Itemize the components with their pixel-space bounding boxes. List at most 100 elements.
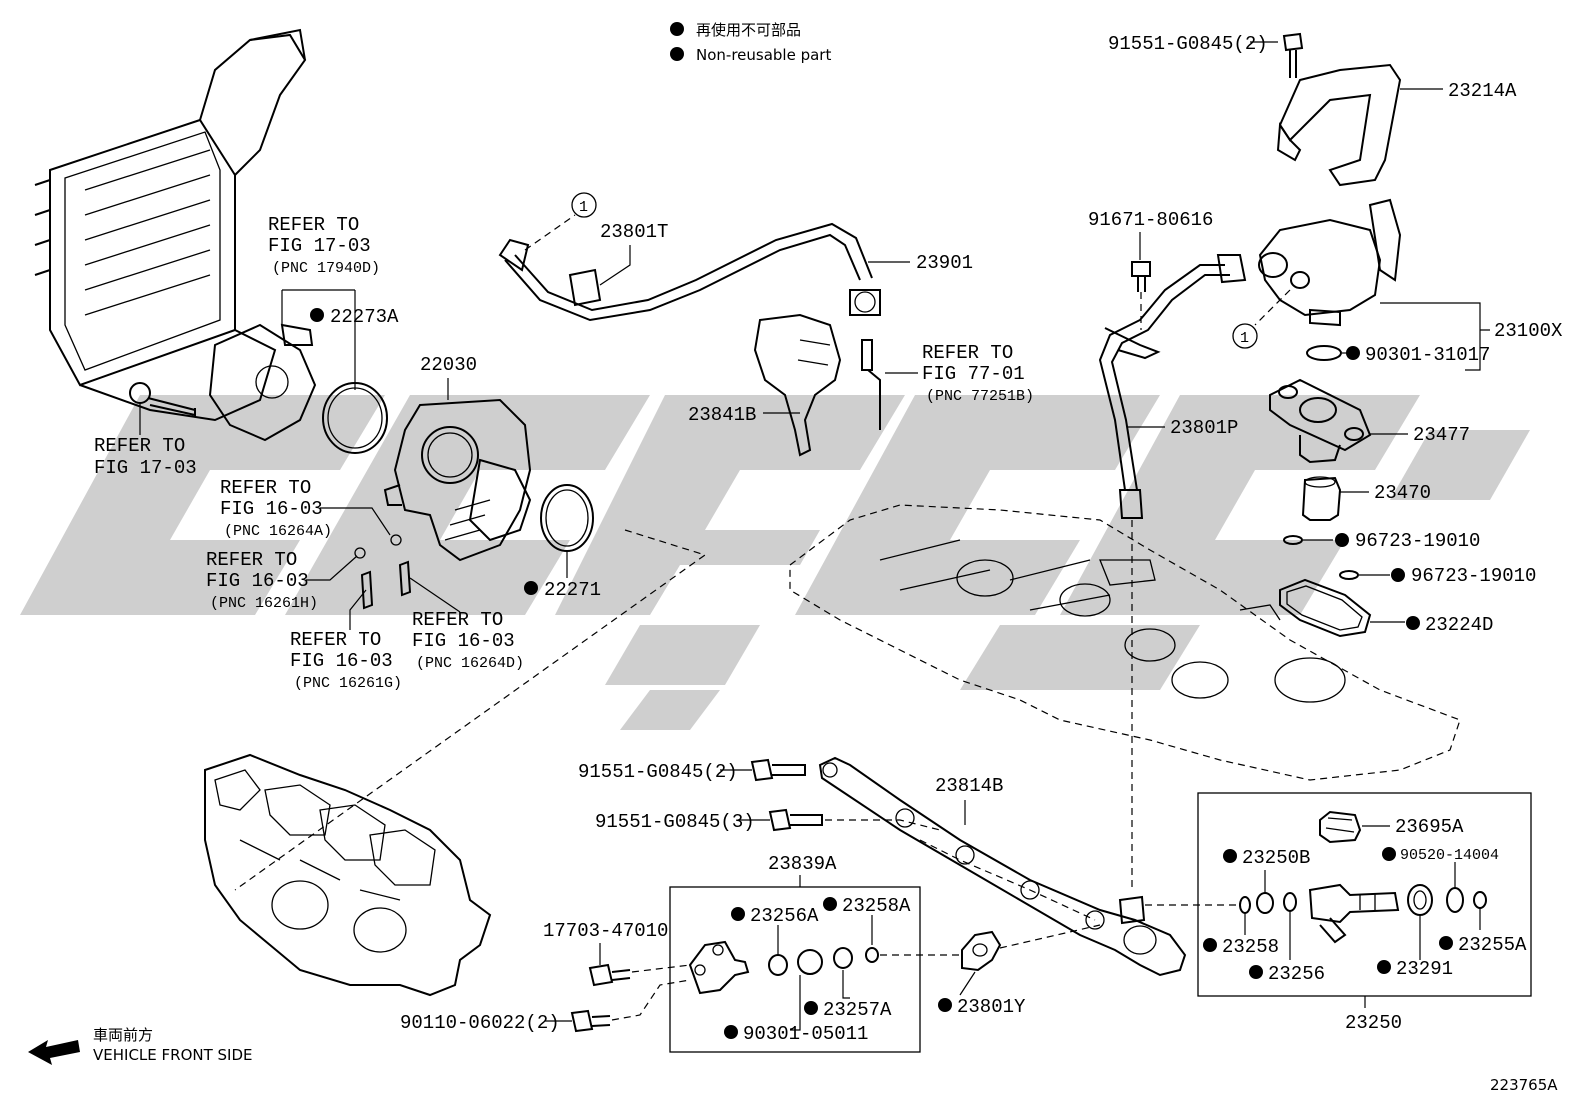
gasket-22273a-drawing — [322, 382, 388, 454]
label-refer-16a-1: REFER TO — [220, 477, 311, 499]
label-23291: 23291 — [1396, 958, 1453, 980]
non-reusable-dot-icon — [804, 1001, 818, 1015]
label-22273a: 22273A — [330, 306, 399, 328]
insulator-23477-drawing — [1269, 378, 1372, 464]
connector-23801t-drawing — [568, 268, 602, 307]
non-reusable-dot-icon — [823, 897, 837, 911]
bolt-mid3-drawing — [768, 808, 823, 832]
o-ring-90301-31017-drawing — [1306, 345, 1342, 361]
o-ring-90301-05011-drawing — [797, 949, 823, 975]
label-22030: 22030 — [420, 354, 477, 376]
fuel-pump-23100x-drawing — [1258, 198, 1402, 327]
figure-code: 223765A — [1490, 1076, 1558, 1094]
front-label-jp: 車両前方 — [93, 1026, 153, 1044]
washer-drawing — [1283, 892, 1297, 912]
non-reusable-dot-icon — [1439, 936, 1453, 950]
label-refer-16d-2: FIG 16-03 — [412, 630, 515, 652]
label-23224d: 23224D — [1425, 614, 1493, 636]
label-91551-top: 91551-G0845(2) — [1108, 33, 1268, 55]
kit-box-23839a — [669, 886, 921, 1053]
label-17703: 17703-47010 — [543, 920, 668, 942]
label-23214a: 23214A — [1448, 80, 1517, 102]
bracket-23841b-drawing — [753, 313, 842, 457]
non-reusable-dot-icon — [310, 308, 324, 322]
label-refer-16h-1: REFER TO — [206, 549, 297, 571]
intercooler-drawing — [34, 28, 317, 442]
label-refer-16g-3: (PNC 16261G) — [294, 675, 402, 692]
label-23477: 23477 — [1413, 424, 1470, 446]
label-23695a: 23695A — [1395, 816, 1464, 838]
bolt-mid2-drawing — [750, 758, 806, 782]
label-refer-16g-2: FIG 16-03 — [290, 650, 393, 672]
label-refer-16h-2: FIG 16-03 — [206, 570, 309, 592]
arrow-left-icon — [28, 1040, 80, 1065]
label-23470: 23470 — [1374, 482, 1431, 504]
label-23256: 23256 — [1268, 963, 1325, 985]
non-reusable-dot-icon — [670, 47, 684, 61]
label-refer-16h-3: (PNC 16261H) — [210, 595, 318, 612]
plug-17703-drawing — [588, 963, 631, 987]
intake-manifold-drawing — [204, 753, 492, 997]
cushion-23291-drawing — [1407, 884, 1433, 916]
hose-parts-drawing — [354, 534, 412, 610]
label-23256a: 23256A — [750, 905, 819, 927]
non-reusable-dot-icon — [731, 907, 745, 921]
label-23100x: 23100X — [1494, 320, 1563, 342]
label-23258a: 23258A — [842, 895, 911, 917]
label-refer-17a-3: (PNC 17940D) — [272, 260, 380, 277]
label-23801p: 23801P — [1170, 417, 1238, 439]
non-reusable-dot-icon — [1346, 346, 1360, 360]
sensor-hose-drawing — [861, 339, 881, 430]
o-ring-90520-drawing — [1446, 887, 1464, 913]
vehicle-front-indicator: 車両前方 VEHICLE FRONT SIDE — [28, 1026, 253, 1065]
label-refer-16g-1: REFER TO — [290, 629, 381, 651]
label-91671: 91671-80616 — [1088, 209, 1213, 231]
non-reusable-dot-icon — [1203, 938, 1217, 952]
pump-cover-23214a-drawing — [1276, 63, 1402, 187]
label-23814b: 23814B — [935, 775, 1003, 797]
circle-marker-1b — [1232, 323, 1258, 349]
legend: 再使用不可部品 Non-reusable part — [670, 21, 831, 64]
fuel-hose-23901-drawing — [498, 222, 881, 322]
label-23839a: 23839A — [768, 853, 837, 875]
ring-23258a-drawing — [865, 947, 879, 963]
label-22271: 22271 — [544, 579, 601, 601]
front-label-en: VEHICLE FRONT SIDE — [93, 1046, 253, 1064]
label-circle-1b: 1 — [1240, 330, 1249, 347]
non-reusable-dot-icon — [1335, 533, 1349, 547]
non-reusable-dot-icon — [1377, 960, 1391, 974]
label-23250b: 23250B — [1242, 847, 1310, 869]
label-refer-17a-1: REFER TO — [268, 214, 359, 236]
non-reusable-dot-icon — [670, 22, 684, 36]
label-23841b: 23841B — [688, 404, 756, 426]
label-23257a: 23257A — [823, 999, 892, 1021]
label-90301-31017: 90301-31017 — [1365, 344, 1490, 366]
label-23801y: 23801Y — [957, 996, 1026, 1018]
label-90301-05011: 90301-05011 — [743, 1023, 868, 1045]
fuel-rail-23814b-drawing — [818, 756, 1187, 977]
non-reusable-dot-icon — [1406, 616, 1420, 630]
label-refer-16d-3: (PNC 16264D) — [416, 655, 524, 672]
label-refer-77-2: FIG 77-01 — [922, 363, 1025, 385]
ring-23255a-drawing — [1473, 891, 1487, 909]
washer-23257a-drawing — [833, 947, 853, 969]
label-refer-77-3: (PNC 77251B) — [926, 388, 1034, 405]
ring-23258-drawing — [1239, 896, 1251, 914]
fuel-pipe-23801p-drawing — [1098, 254, 1247, 519]
label-23250: 23250 — [1345, 1012, 1402, 1034]
label-refer-77-1: REFER TO — [922, 342, 1013, 364]
label-23801t: 23801T — [600, 221, 668, 243]
label-96723-b: 96723-19010 — [1411, 565, 1536, 587]
lifter-23470-drawing — [1301, 476, 1342, 521]
non-reusable-dot-icon — [724, 1025, 738, 1039]
non-reusable-dot-icon — [1249, 965, 1263, 979]
legend-jp: 再使用不可部品 — [696, 21, 801, 39]
label-23255a: 23255A — [1458, 934, 1527, 956]
legend-en: Non-reusable part — [696, 46, 831, 64]
o-ring-96723-a-drawing — [1283, 535, 1303, 545]
label-circle-1a: 1 — [579, 199, 588, 216]
gasket-23224d-drawing — [1279, 578, 1372, 638]
non-reusable-dot-icon — [524, 581, 538, 595]
label-refer-17b-1: REFER TO — [94, 435, 185, 457]
